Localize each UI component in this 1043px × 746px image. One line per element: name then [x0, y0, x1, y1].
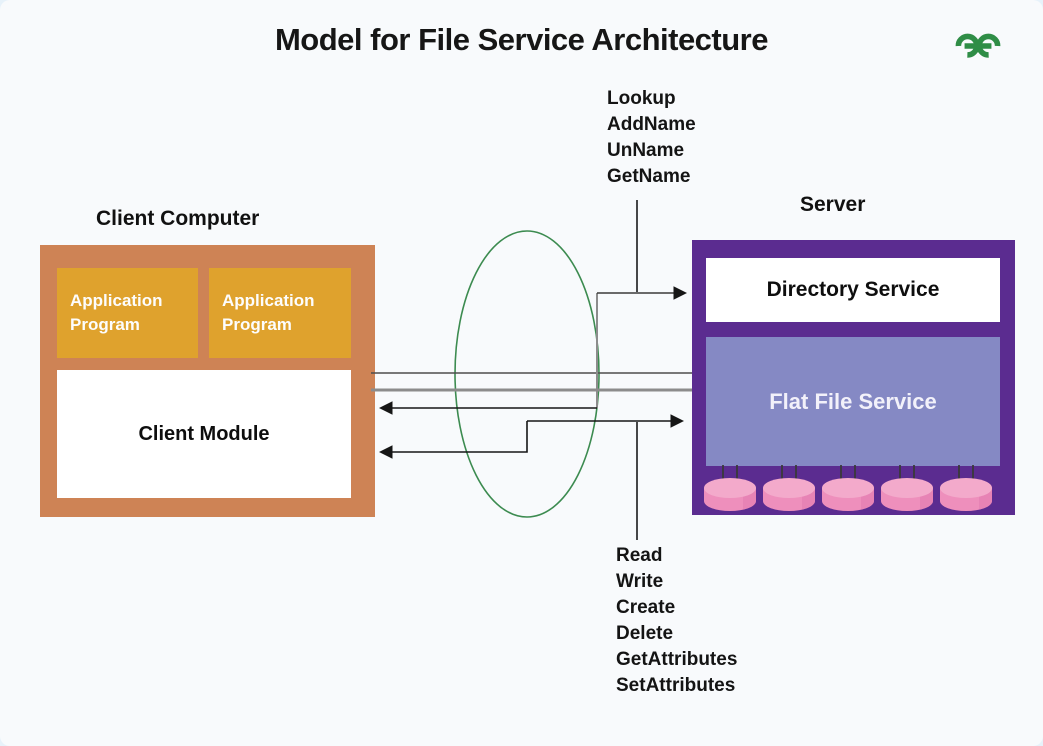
geeksforgeeks-logo-icon	[950, 26, 1006, 66]
operation-label: UnName	[607, 140, 685, 161]
operation-label: Write	[616, 571, 664, 592]
operation-label: Lookup	[607, 88, 676, 109]
application-program-box-2: Application Program	[209, 268, 351, 358]
operation-label: Delete	[616, 623, 674, 644]
operation-label: AddName	[607, 114, 696, 135]
flat-file-service-box: Flat File Service	[706, 337, 1000, 466]
client-module-box: Client Module	[57, 370, 351, 498]
network-ellipse	[454, 230, 600, 518]
operation-label: Create	[616, 597, 676, 618]
application-program-box-1: Application Program	[57, 268, 198, 358]
client-computer-label: Client Computer	[96, 207, 260, 230]
operation-label: SetAttributes	[616, 675, 736, 696]
server-label: Server	[800, 193, 866, 216]
directory-service-box: Directory Service	[706, 258, 1000, 322]
client-module-arrow-2	[378, 421, 528, 459]
server-box: Directory Service Flat File Service	[692, 240, 1015, 515]
operation-label: GetAttributes	[616, 649, 738, 670]
page-title: Model for File Service Architecture	[274, 22, 769, 57]
client-computer-box: Application Program Application Program …	[40, 245, 375, 517]
operation-label: GetName	[607, 166, 691, 187]
operation-label: Read	[616, 545, 663, 566]
